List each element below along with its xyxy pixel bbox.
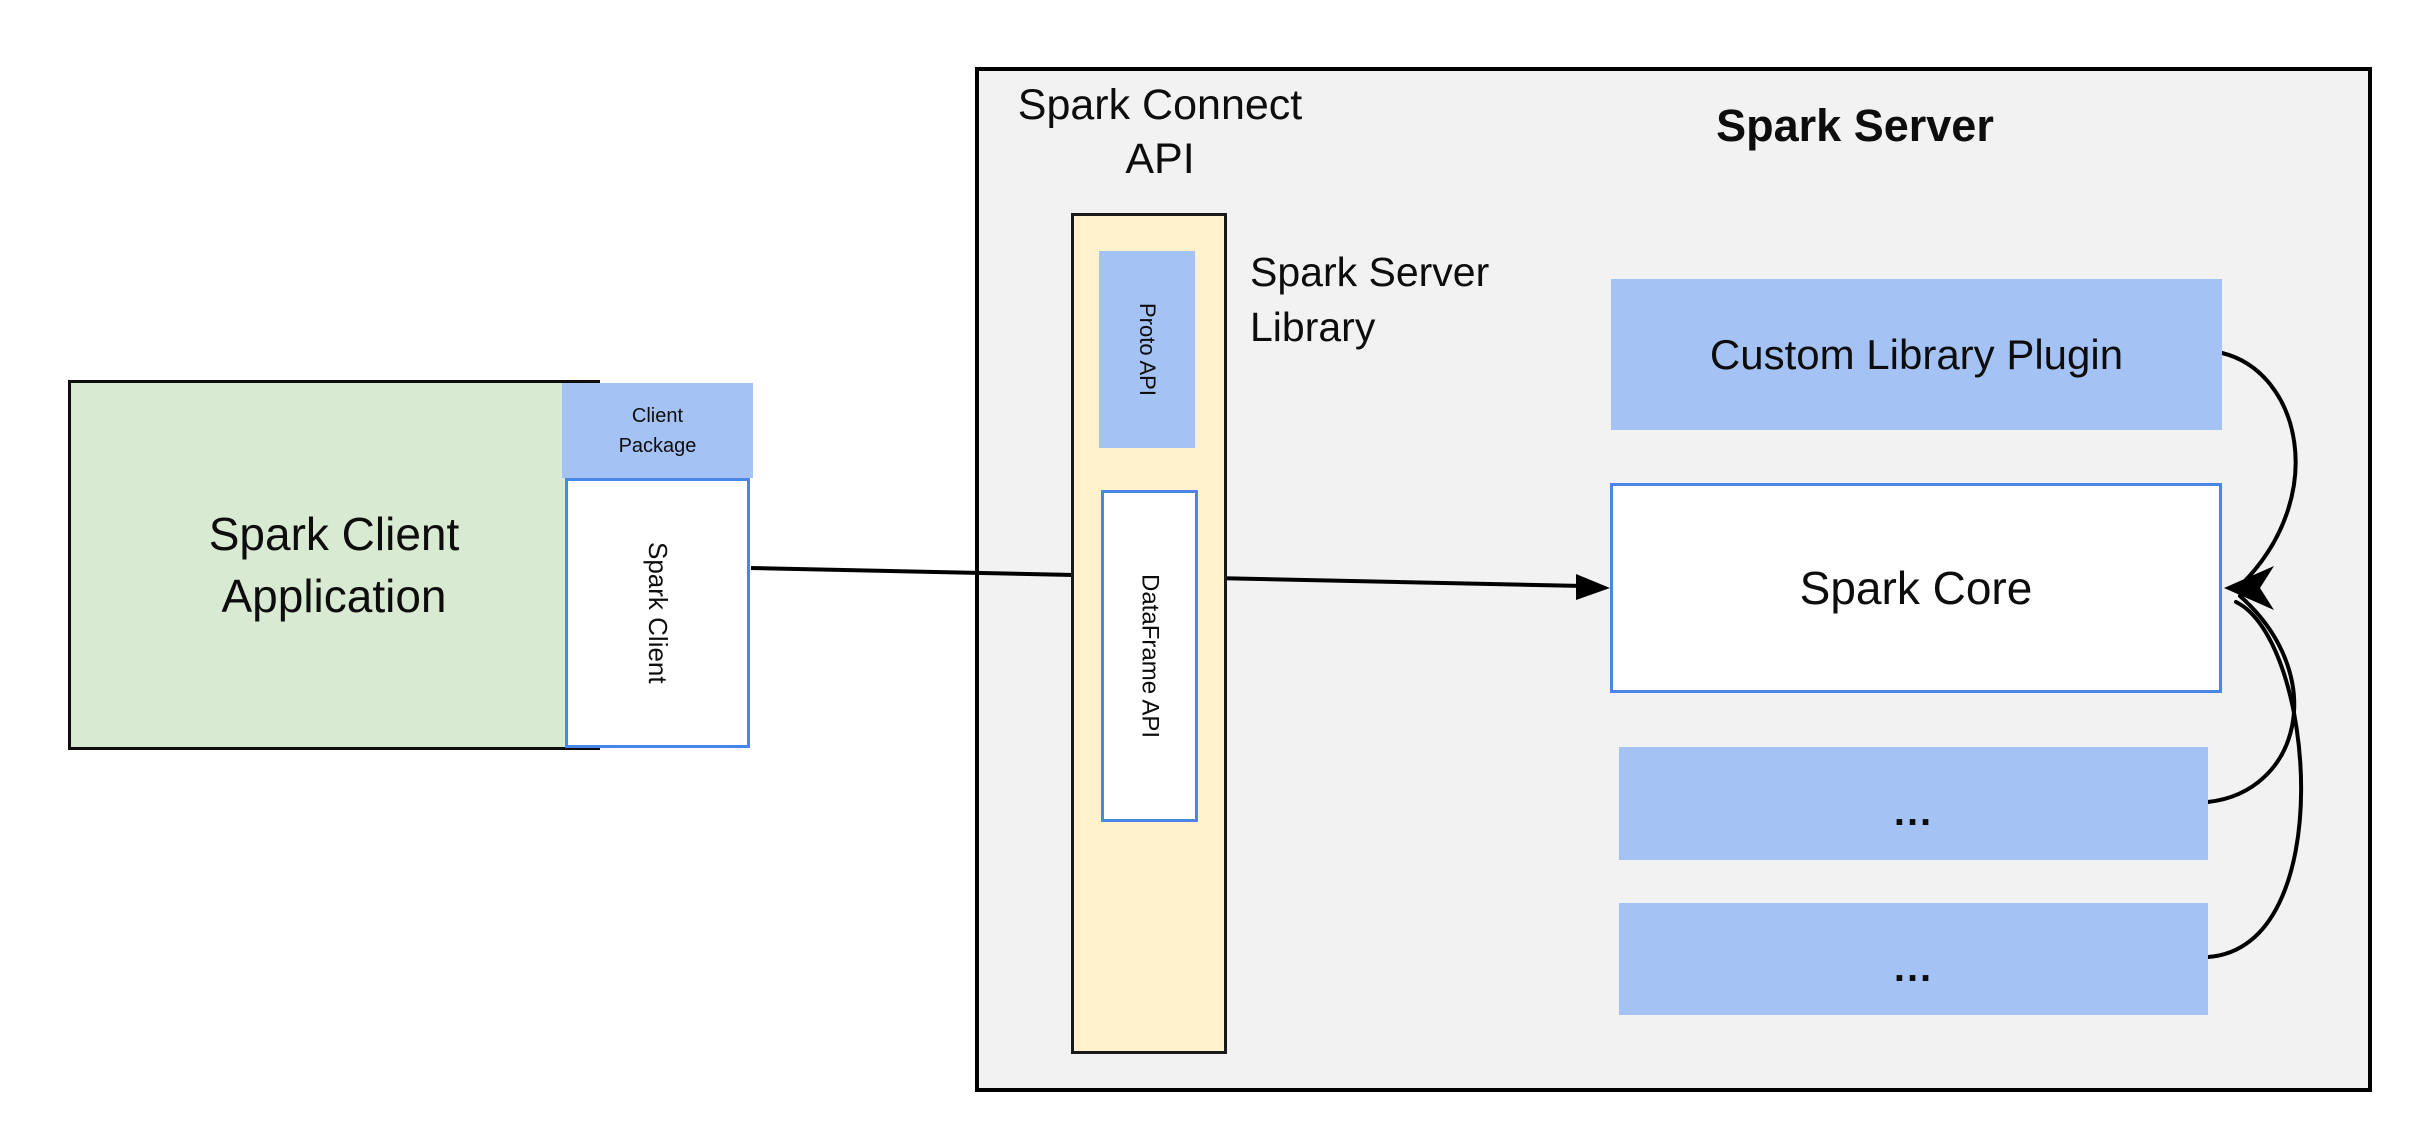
plugin-placeholder-label-2: ... <box>1893 945 1934 990</box>
custom-library-plugin-box: Custom Library Plugin <box>1611 279 2222 430</box>
proto-api-box: Proto API <box>1099 251 1195 448</box>
spark-server-library-label: Spark Server Library <box>1250 249 1490 350</box>
plugin-placeholder-box-1: ... <box>1619 747 2208 860</box>
dataframe-api-box: DataFrame API <box>1101 490 1198 822</box>
spark-core-label: Spark Core <box>1799 562 2033 614</box>
client-package-label: Client Package <box>618 404 697 457</box>
client-to-core-arrowhead <box>1576 574 1610 600</box>
spark-core-box: Spark Core <box>1610 483 2222 693</box>
client-package-box: Client Package <box>562 383 753 478</box>
spark-client-label: Spark Client <box>643 542 673 684</box>
custom-library-plugin-label: Custom Library Plugin <box>1709 330 2124 378</box>
spark-server-title: Spark Server <box>1716 100 1994 151</box>
plugin-placeholder-label-1: ... <box>1893 790 1934 834</box>
placeholder2-to-core-arc <box>2206 600 2304 959</box>
spark-client-application-box: Spark Client Application <box>68 380 600 750</box>
spark-client-application-label: Spark Client Application <box>208 508 460 622</box>
core-right-arrowhead <box>2224 566 2274 610</box>
proto-api-label: Proto API <box>1135 303 1160 396</box>
dataframe-api-label: DataFrame API <box>1136 573 1164 739</box>
plugin-placeholder-box-2: ... <box>1619 903 2208 1015</box>
spark-connect-api-label: Spark Connect API <box>1017 81 1303 183</box>
placeholder1-to-core-arc <box>2206 594 2297 804</box>
spark-client-box: Spark Client <box>565 478 750 748</box>
plugin-to-core-arc <box>2220 351 2298 586</box>
